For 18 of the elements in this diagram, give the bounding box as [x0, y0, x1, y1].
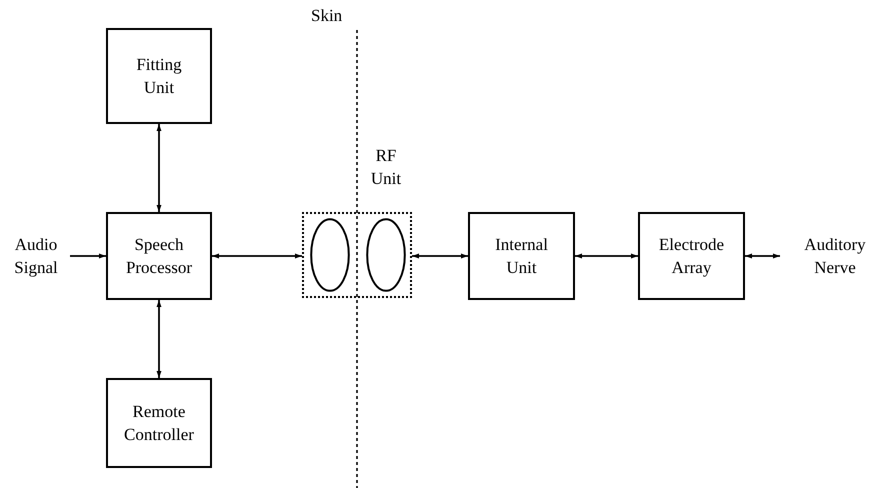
arrow: [575, 254, 638, 258]
arrow: [70, 254, 106, 258]
process-box: Fitting Unit: [106, 28, 212, 124]
coil-ellipse: [310, 218, 350, 292]
group-heading: RF Unit: [370, 145, 402, 190]
arrow: [745, 254, 780, 258]
arrow: [156, 124, 162, 212]
process-box: Electrode Array: [638, 212, 745, 300]
process-box: Internal Unit: [468, 212, 575, 300]
output-label: Auditory Nerve: [780, 234, 890, 278]
arrow: [156, 300, 162, 378]
process-box: Speech Processor: [106, 212, 212, 300]
boundary-label: Skin: [311, 5, 342, 27]
coil-ellipse: [366, 218, 406, 292]
input-label: Audio Signal: [2, 234, 70, 278]
arrow: [412, 254, 468, 258]
arrow: [212, 254, 302, 258]
process-box: Remote Controller: [106, 378, 212, 468]
